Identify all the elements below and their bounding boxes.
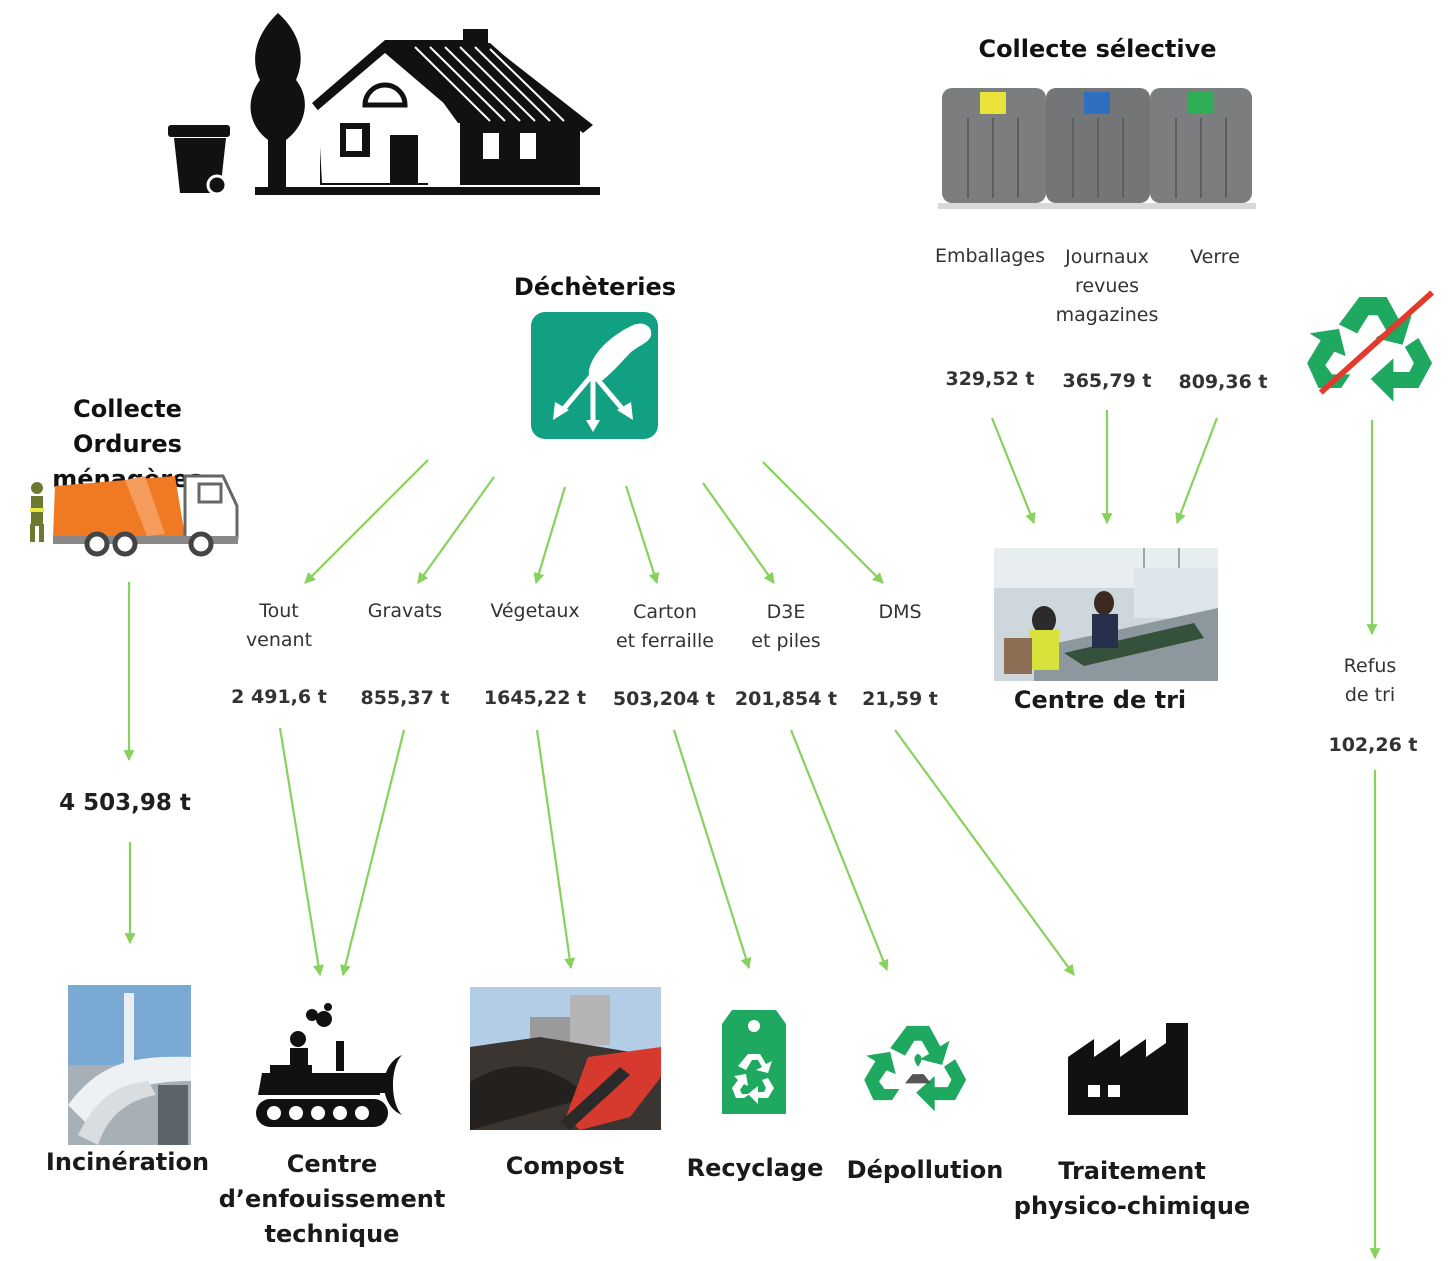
stream-carton-value: 503,204 t (612, 688, 716, 710)
bulldozer-icon (256, 1003, 402, 1127)
containers-image (938, 88, 1256, 209)
dest-incineration-label: Incinération (45, 1148, 210, 1176)
stream-tout-venant-label: Tout venant (245, 600, 313, 651)
stream-verre-label: Verre (1190, 246, 1240, 268)
refus-value: 102,26 t (1328, 734, 1418, 756)
arrow-dech-carton (624, 485, 660, 585)
stream-emballages-label: Emballages (934, 245, 1046, 267)
dest-compost-label: Compost (505, 1152, 625, 1180)
stream-d3e-label: D3E et piles (751, 601, 821, 652)
no-recycle-icon (1307, 290, 1434, 402)
stream-journaux-label: Journaux revues magazines (1055, 246, 1159, 326)
dest-cet-label: Centre d’enfouissement technique (218, 1150, 446, 1248)
dest-recyclage-label: Recyclage (686, 1154, 824, 1182)
arrow-dms-traitement (894, 729, 1075, 976)
compost-icon (470, 987, 661, 1130)
recycle-tag-icon (722, 1010, 786, 1114)
stream-vegetaux-label: Végetaux (490, 600, 580, 622)
stream-journaux-value: 365,79 t (1062, 370, 1152, 392)
stream-emballages-value: 329,52 t (945, 368, 1035, 390)
recycle-icon (864, 1025, 967, 1112)
om-tonnage: 4 503,98 t (59, 790, 191, 816)
stream-dms-value: 21,59 t (862, 688, 938, 710)
arrow-dech-gravats (417, 476, 495, 584)
arrow-carton-recyclage (672, 729, 752, 970)
arrow-gravats-cet (340, 729, 406, 977)
stream-vegetaux-value: 1645,22 t (483, 687, 587, 709)
stream-dms-label: DMS (878, 601, 922, 623)
stream-gravats-value: 855,37 t (360, 687, 450, 709)
factory-icon (1068, 1023, 1188, 1115)
arrow-verre (1175, 417, 1219, 525)
house-icon (168, 13, 600, 196)
centre-tri-label: Centre de tri (1013, 686, 1187, 714)
dest-traitement-label: Traitement physico-chimique (1013, 1157, 1251, 1220)
dest-depollution-label: Dépollution (846, 1156, 1004, 1184)
stream-tout-venant-value: 2 491,6 t (231, 686, 327, 708)
incinerator-icon (68, 985, 191, 1145)
garbage-truck-icon (30, 474, 239, 557)
decheteries-title: Déchèteries (513, 273, 677, 301)
stream-gravats-label: Gravats (367, 600, 443, 622)
arrow-vegetaux-compost (535, 729, 576, 970)
arrow-dech-vegetaux (533, 486, 567, 585)
collecte-selective-title: Collecte sélective (978, 35, 1217, 63)
arrow-dech-tout-venant (304, 459, 429, 584)
centre-tri-photo (994, 548, 1218, 681)
refus-label: Refus de tri (1343, 655, 1397, 706)
stream-d3e-value: 201,854 t (734, 688, 838, 710)
decheterie-icon (531, 312, 658, 439)
arrow-dech-d3e (702, 482, 775, 584)
arrow-emballages (990, 417, 1036, 525)
stream-verre-value: 809,36 t (1178, 371, 1268, 393)
arrow-d3e-depollution (789, 729, 889, 972)
arrow-dech-dms (762, 461, 884, 584)
bin-icon (168, 125, 230, 196)
arrow-tout-venant-cet (278, 727, 324, 977)
stream-carton-label: Carton et ferraille (615, 601, 714, 652)
